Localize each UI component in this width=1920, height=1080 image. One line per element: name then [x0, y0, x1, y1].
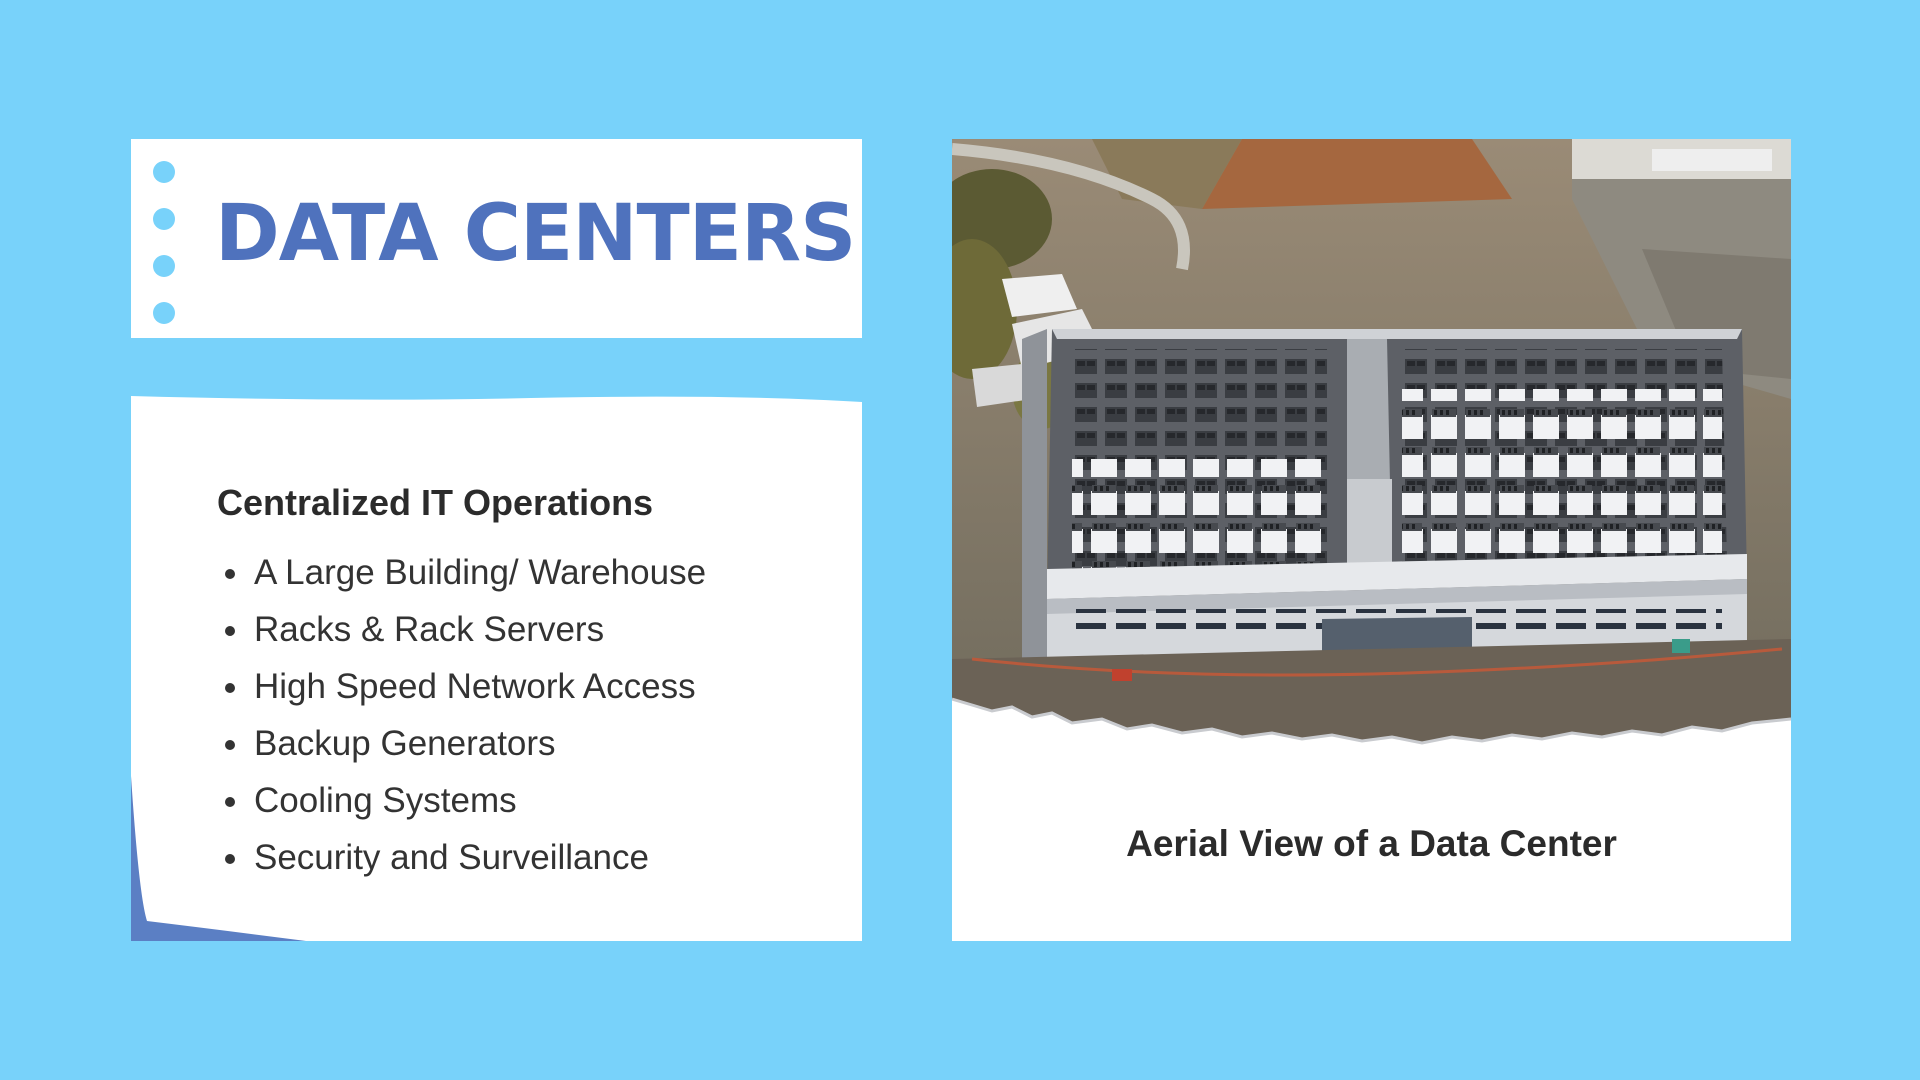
aerial-photo	[952, 139, 1791, 759]
list-item-label: Cooling Systems	[254, 781, 517, 820]
list-item-label: Security and Surveillance	[254, 838, 649, 877]
list-item: High Speed Network Access	[217, 658, 706, 715]
list-item: A Large Building/ Warehouse	[217, 544, 706, 601]
accent-corner	[131, 776, 306, 941]
bullet-dot	[225, 740, 235, 750]
bullet-dot	[225, 797, 235, 807]
list-item-label: Backup Generators	[254, 724, 556, 763]
bullet-dot	[225, 683, 235, 693]
bullet-card: Centralized IT Operations A Large Buildi…	[131, 396, 862, 941]
section-heading: Centralized IT Operations	[217, 482, 654, 523]
photo-card: Aerial View of a Data Center	[952, 139, 1791, 941]
decorative-dot	[153, 161, 175, 183]
card-background	[131, 396, 862, 941]
page-title: DATA CENTERS	[215, 189, 856, 279]
photo-caption: Aerial View of a Data Center	[1126, 823, 1617, 864]
list-item-label: Racks & Rack Servers	[254, 610, 605, 649]
title-card: DATA CENTERS	[131, 139, 862, 338]
bullet-dot	[225, 569, 235, 579]
decorative-dot	[153, 302, 175, 324]
list-item-label: A Large Building/ Warehouse	[254, 553, 707, 592]
list-item: Security and Surveillance	[217, 829, 706, 886]
decorative-dot	[153, 255, 175, 277]
bullet-dot	[225, 854, 235, 864]
bullet-dot	[225, 626, 235, 636]
list-item: Cooling Systems	[217, 772, 706, 829]
decorative-dot	[153, 208, 175, 230]
list-item: Racks & Rack Servers	[217, 601, 706, 658]
feature-list: A Large Building/ Warehouse Racks & Rack…	[217, 544, 706, 886]
list-item: Backup Generators	[217, 715, 706, 772]
list-item-label: High Speed Network Access	[254, 667, 696, 706]
